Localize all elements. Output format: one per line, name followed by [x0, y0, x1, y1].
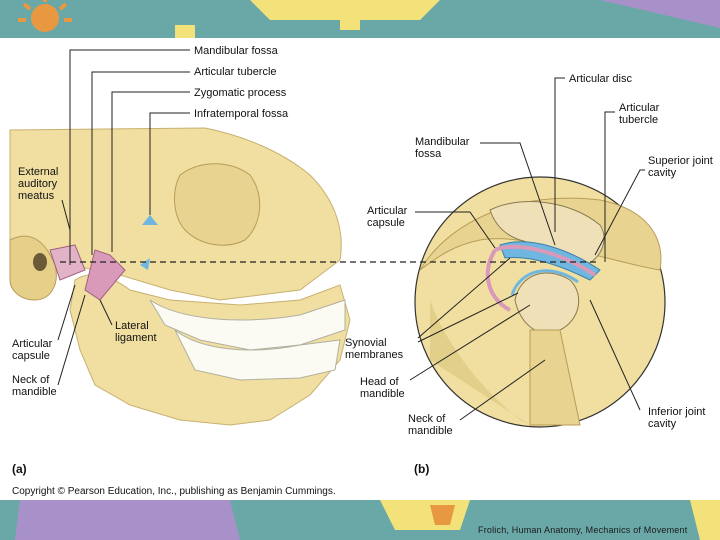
- label-mandibular-fossa-b: Mandibular fossa: [415, 136, 470, 160]
- label-inferior-joint-cavity: Inferior joint cavity: [648, 406, 706, 430]
- copyright-notice: Copyright © Pearson Education, Inc., pub…: [12, 486, 336, 497]
- deco-yellow-top: [250, 0, 440, 20]
- deco-purple-bottom: [15, 500, 240, 540]
- deco-orange-bottom: [430, 505, 455, 525]
- label-external-auditory-meatus: External auditory meatus: [18, 166, 59, 202]
- deco-yellow-corner: [690, 500, 720, 540]
- deco-purple-top: [600, 0, 720, 28]
- label-mandibular-fossa-a: Mandibular fossa: [194, 45, 278, 57]
- label-articular-tubercle-b: Articular tubercle: [619, 102, 660, 126]
- leader-lines-b: [409, 77, 645, 421]
- label-head-of-mandible: Head of mandible: [360, 376, 405, 400]
- label-neck-of-mandible-a: Neck of mandible: [12, 374, 57, 398]
- skull-lateral-view: [9, 127, 360, 450]
- label-synovial-membranes: Synovial membranes: [345, 337, 404, 361]
- panel-label-b: (b): [414, 462, 430, 476]
- label-superior-joint-cavity: Superior joint cavity: [648, 155, 713, 179]
- panel-label-a: (a): [12, 462, 27, 476]
- sun-icon: [18, 0, 72, 32]
- label-zygomatic-process: Zygomatic process: [194, 87, 287, 99]
- label-articular-tubercle-a: Articular tubercle: [194, 66, 277, 78]
- label-infratemporal-fossa: Infratemporal fossa: [194, 108, 289, 120]
- label-neck-of-mandible-b: Neck of mandible: [408, 413, 453, 437]
- label-articular-capsule-b: Articular capsule: [367, 205, 408, 229]
- label-articular-disc: Articular disc: [569, 73, 632, 85]
- deco-yellow-tab: [175, 25, 195, 40]
- label-articular-capsule-a: Articular capsule: [12, 338, 53, 362]
- footer-credit: Frolich, Human Anatomy, Mechanics of Mov…: [478, 525, 688, 535]
- leader-lines-a: [57, 49, 190, 386]
- joint-detail-view: [414, 176, 666, 428]
- label-lateral-ligament: Lateral ligament: [115, 320, 157, 344]
